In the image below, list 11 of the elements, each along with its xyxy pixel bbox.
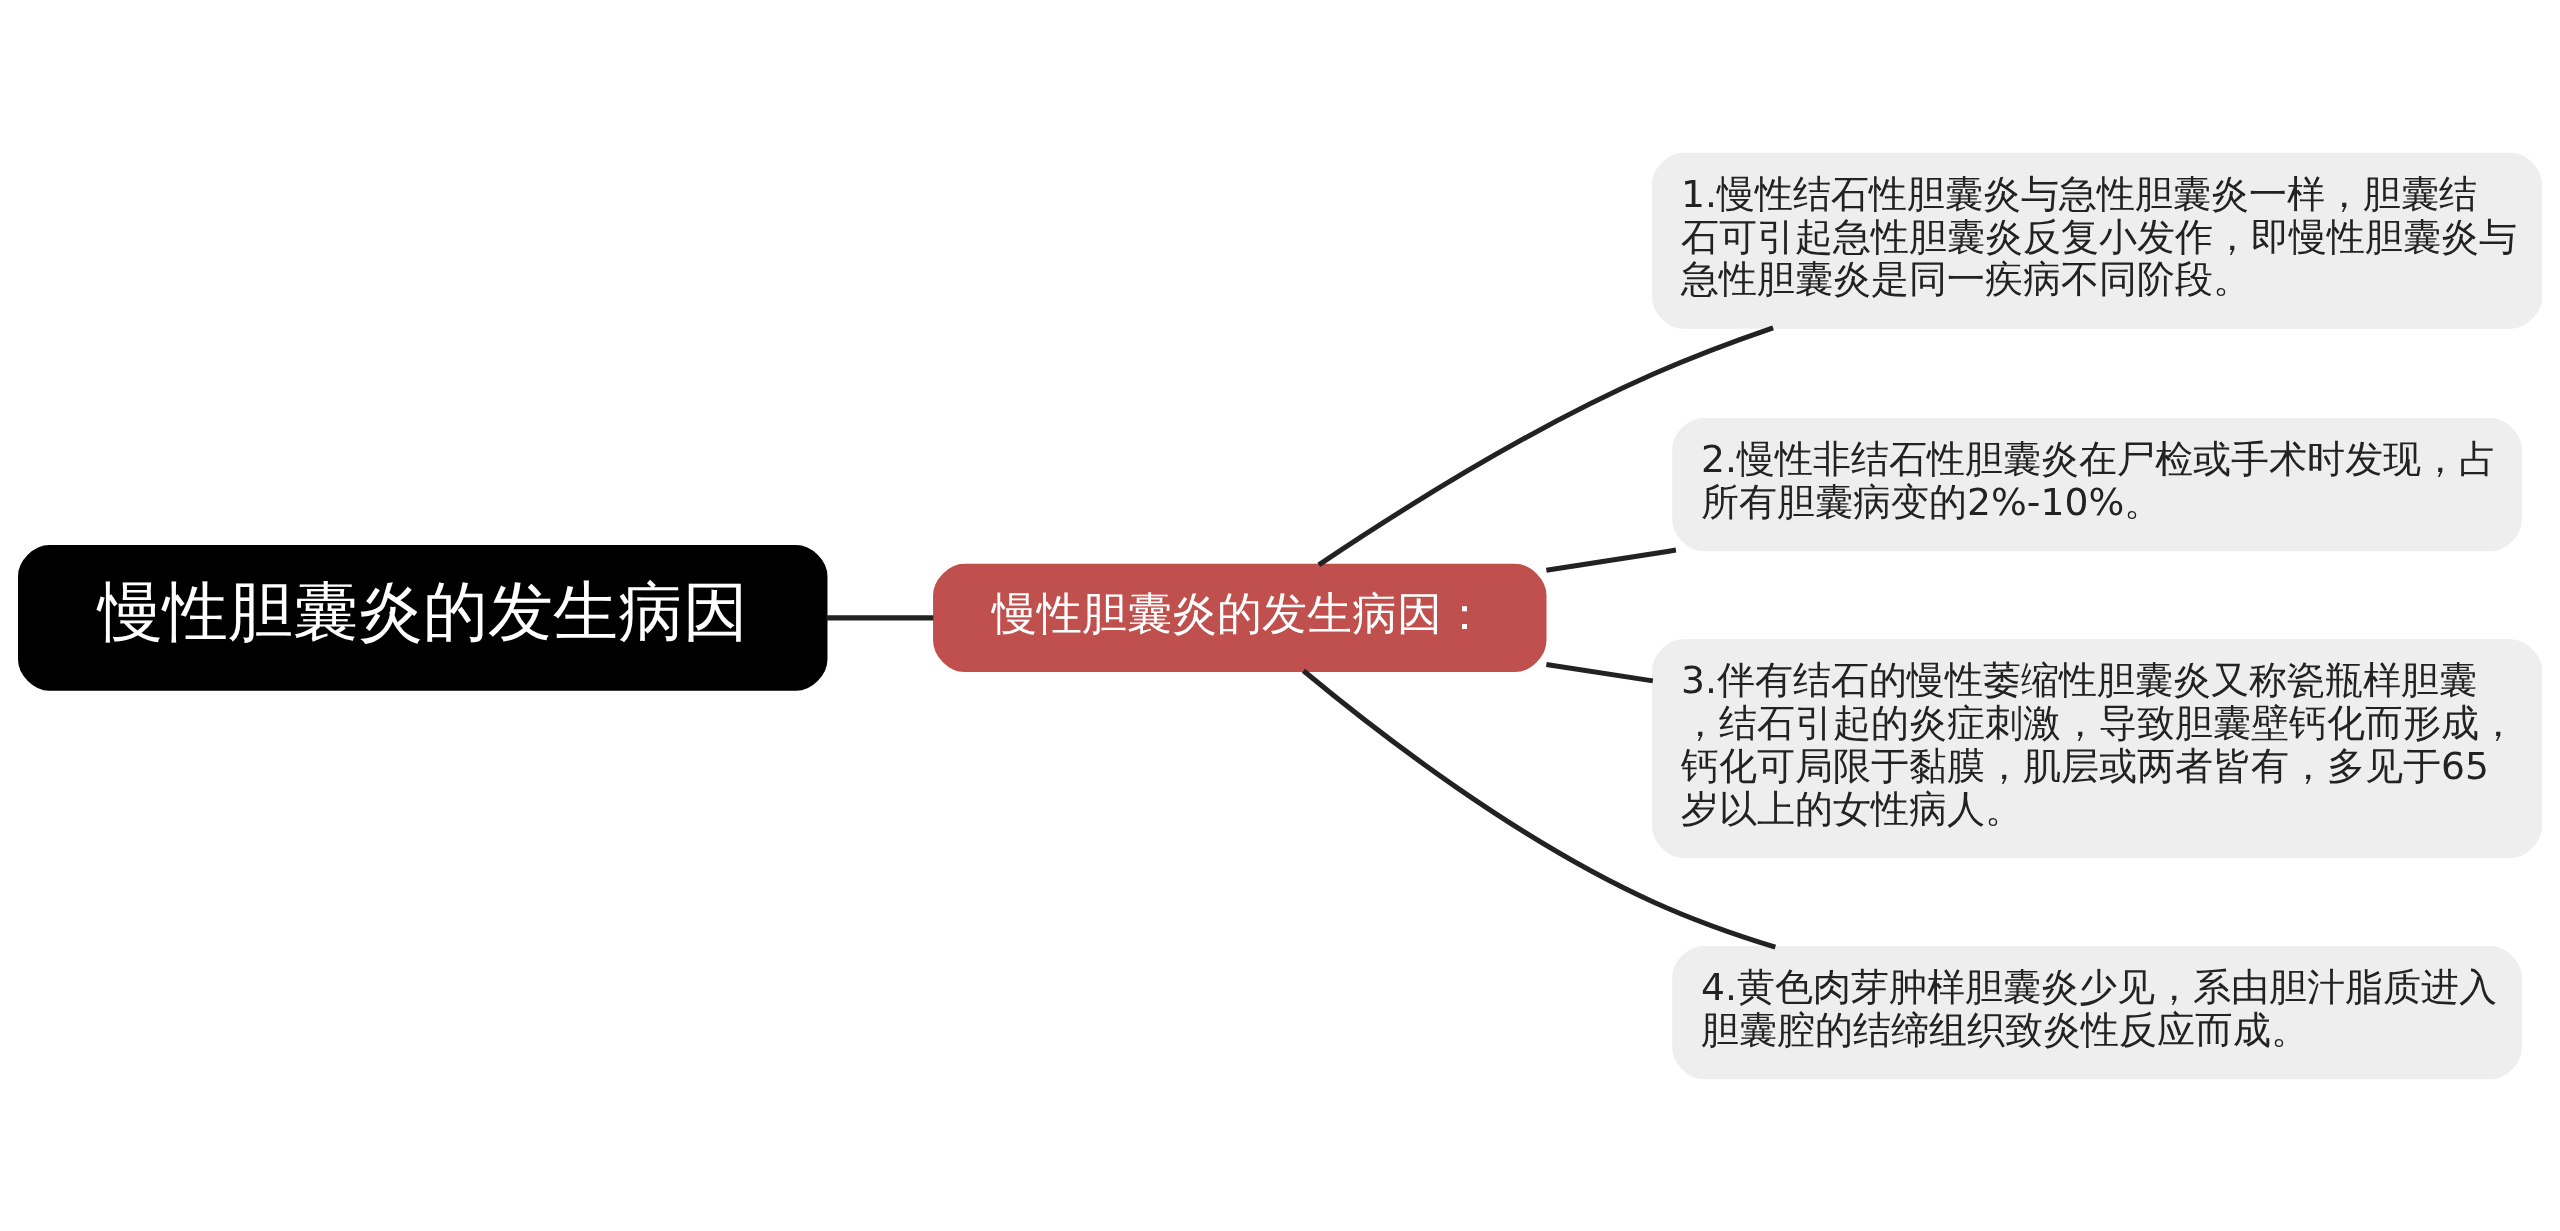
node-box: 4.黄色肉芽肿样胆囊炎少见，系由胆汁脂质进入胆囊腔的结缔组织致炎性反应而成。 bbox=[1672, 945, 2522, 1079]
node-box: 慢性胆囊炎的发生病因： bbox=[933, 563, 1547, 672]
connector bbox=[826, 614, 934, 620]
node-box: 慢性胆囊炎的发生病因 bbox=[18, 544, 828, 691]
node-box: 2.慢性非结石性胆囊炎在尸检或手术时发现，占所有胆囊病变的2%-10%。 bbox=[1672, 417, 2522, 551]
connector bbox=[1317, 324, 1774, 567]
connector bbox=[1545, 547, 1677, 573]
connector bbox=[1546, 661, 1654, 683]
node-box: 3.伴有结石的慢性萎缩性胆囊炎又称瓷瓶样胆囊，结石引起的炎症刺激，导致胆囊壁钙化而形成，钙化可局限于黏膜，肌层或两者皆有，多见于65岁以上的女性病人。 bbox=[1652, 638, 2542, 858]
node-box: 1.慢性结石性胆囊炎与急性胆囊炎一样，胆囊结石可引起急性胆囊炎反复小发作，即慢性胆囊炎与急性胆囊炎是同一疾病不同阶段。 bbox=[1652, 152, 2542, 329]
connector bbox=[1301, 668, 1777, 950]
